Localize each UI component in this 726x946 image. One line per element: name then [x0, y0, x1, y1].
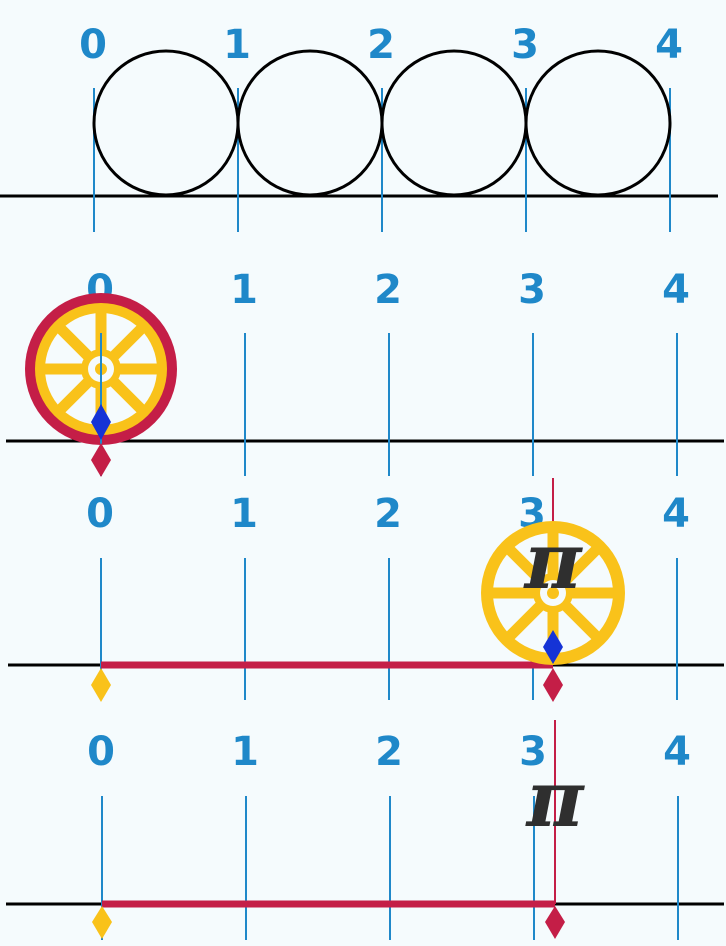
tick-label-0: 0 [79, 22, 107, 68]
tick-marks [100, 333, 678, 476]
panel-circles-row: 0 1 2 3 4 [0, 22, 718, 232]
start-point-diamond [92, 906, 112, 939]
tick-label-4: 4 [662, 491, 690, 537]
tick-label-0: 0 [86, 491, 114, 537]
tick-label-3: 3 [511, 22, 539, 68]
wheel-contact-diamond [543, 630, 563, 664]
start-point-diamond [91, 668, 111, 702]
end-point-diamond [545, 906, 565, 939]
tick-marks [101, 796, 679, 940]
tick-label-3: 3 [518, 267, 546, 313]
pi-symbol: π [522, 516, 583, 607]
tick-label-4: 4 [662, 267, 690, 313]
tick-label-2: 2 [374, 267, 402, 313]
wheel-contact-diamond [91, 404, 111, 440]
tick-label-3: 3 [519, 729, 547, 775]
unit-circle [380, 49, 528, 197]
panel-wheel-start: 0 1 2 3 4 [6, 267, 724, 477]
end-point-diamond [543, 668, 563, 702]
tick-label-1: 1 [230, 267, 258, 313]
tick-label-2: 2 [375, 729, 403, 775]
wheel-axle [547, 587, 559, 599]
unit-circle [236, 49, 384, 197]
tick-label-2: 2 [367, 22, 395, 68]
tick-label-1: 1 [223, 22, 251, 68]
tick-label-1: 1 [230, 491, 258, 537]
unit-circle [524, 49, 672, 197]
panel-wheel-end: 0 1 2 3 4 π [8, 478, 724, 702]
tick-label-2: 2 [374, 491, 402, 537]
tick-label-0: 0 [87, 729, 115, 775]
tick-label-4: 4 [663, 729, 691, 775]
tick-label-4: 4 [655, 22, 683, 68]
tick-label-1: 1 [231, 729, 259, 775]
pi-symbol: π [524, 754, 585, 845]
panel-segment-only: 0 1 2 3 4 π [6, 720, 724, 940]
wheel [481, 521, 625, 665]
start-point-diamond [91, 443, 111, 477]
unit-circle [92, 49, 240, 197]
unit-circles [92, 49, 672, 197]
